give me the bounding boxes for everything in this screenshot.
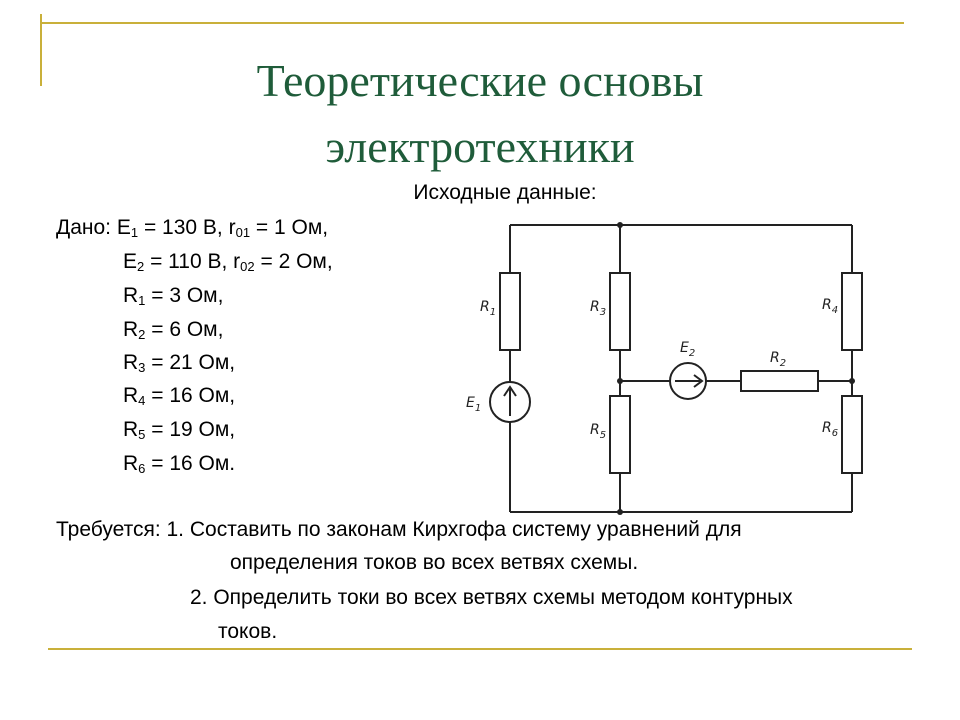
label-r6: R6 [822, 420, 838, 439]
label-r3: R3 [590, 299, 606, 318]
given-line-r1: R1 = 3 Ом, [123, 284, 224, 308]
label-r5: R5 [590, 422, 606, 441]
given-line-r5: R5 = 19 Ом, [123, 418, 236, 442]
given-line-r4: R4 = 16 Ом, [123, 384, 236, 408]
circuit-diagram: R1 R3 R4 R5 R6 R2 E1 E2 [466, 222, 863, 515]
slide-subtitle: Исходные данные: [413, 181, 597, 204]
given-prefix: Дано: [56, 216, 112, 239]
resistor-r5 [609, 395, 631, 474]
resistor-r3 [609, 272, 631, 351]
title-line-1: Теоретические основы [256, 55, 704, 106]
resistor-r4 [841, 272, 863, 351]
top-accent-line [40, 22, 904, 24]
task-line-4: токов. [218, 620, 278, 643]
bottom-accent-line [48, 648, 912, 650]
label-r1: R1 [480, 299, 496, 318]
slide-title: Теоретические основы электротехники [0, 48, 960, 180]
task-line-2: определения токов во всех ветвях схемы. [230, 551, 639, 574]
junction-dot [617, 509, 623, 515]
given-line-e1: Дано: E1 = 130 В, r01 = 1 Ом, [56, 216, 329, 240]
resistor-r2 [740, 370, 819, 392]
label-r2: R2 [770, 350, 786, 369]
junction-dot [617, 222, 623, 228]
given-line-r2: R2 = 6 Ом, [123, 318, 224, 342]
resistor-r6 [841, 395, 863, 474]
task-line-1: Требуется: 1. Составить по законам Кирхг… [56, 518, 742, 541]
source-e2-arrowhead [693, 374, 704, 388]
given-line-e2: E2 = 110 В, r02 = 2 Ом, [123, 250, 333, 274]
junction-dot [849, 378, 855, 384]
label-e1: E1 [466, 395, 481, 414]
label-e2: E2 [680, 340, 695, 359]
label-r4: R4 [822, 297, 838, 316]
left-accent-line [40, 14, 42, 86]
source-e1-arrowhead [503, 385, 517, 397]
given-line-r6: R6 = 16 Ом. [123, 452, 236, 476]
junction-dot [617, 378, 623, 384]
resistor-r1 [499, 272, 521, 351]
source-e1 [489, 381, 531, 423]
given-line-r3: R3 = 21 Ом, [123, 351, 236, 375]
title-line-2: электротехники [325, 121, 635, 172]
source-e2 [669, 362, 707, 400]
task-line-3: 2. Определить токи во всех ветвях схемы … [190, 586, 793, 609]
